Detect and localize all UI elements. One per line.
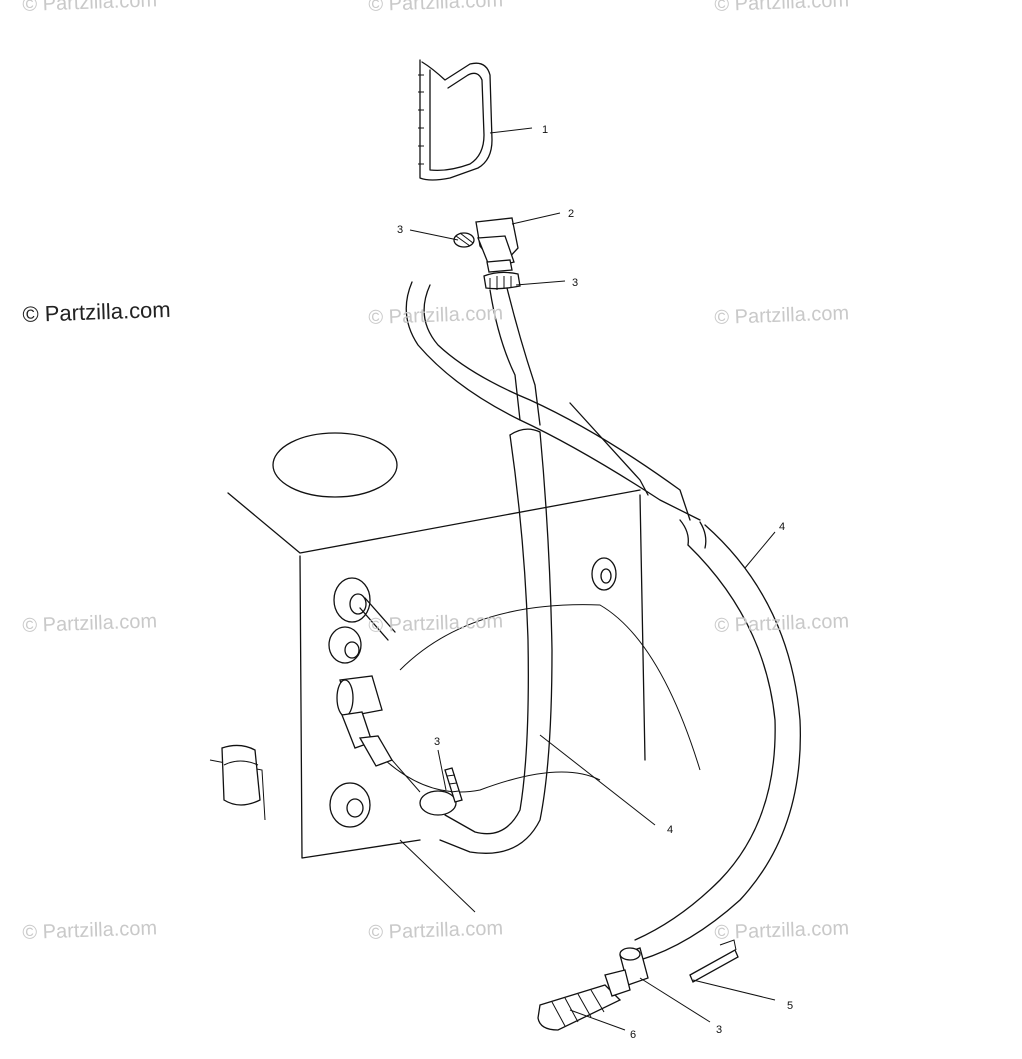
part-5-strap xyxy=(689,939,739,983)
callout-4: 4 xyxy=(779,521,785,533)
part-1-edge-trim xyxy=(418,59,493,181)
callout-4: 4 xyxy=(667,824,673,836)
watermark-primary: © Partzilla.com xyxy=(22,296,172,327)
callout-3: 3 xyxy=(434,736,440,748)
tank-fittings xyxy=(221,557,617,828)
watermark: © Partzilla.com xyxy=(714,610,850,637)
part-3-clamp-tank xyxy=(419,767,463,816)
watermark: © Partzilla.com xyxy=(714,302,850,329)
watermark: © Partzilla.com xyxy=(368,302,504,329)
leader-lines xyxy=(409,127,776,1031)
part-3-clamp-top-right xyxy=(483,271,521,290)
part-2-elbow-fitting xyxy=(475,217,519,273)
watermark: © Partzilla.com xyxy=(22,610,158,637)
watermark: © Partzilla.com xyxy=(714,917,850,944)
upper-hoses xyxy=(405,281,701,521)
callout-3: 3 xyxy=(572,277,578,289)
part-3-clamp-top-left xyxy=(453,232,475,248)
part-4-hose-vertical xyxy=(439,428,553,854)
callout-6: 6 xyxy=(630,1029,636,1041)
part-6-filter xyxy=(537,969,631,1031)
watermark: © Partzilla.com xyxy=(368,610,504,637)
part-4-hose-long xyxy=(634,519,802,961)
callout-3: 3 xyxy=(397,224,403,236)
callout-1: 1 xyxy=(542,124,548,136)
watermark: © Partzilla.com xyxy=(368,917,504,944)
callout-2: 2 xyxy=(568,208,574,220)
callout-5: 5 xyxy=(787,1000,793,1012)
callout-3: 3 xyxy=(716,1024,722,1036)
watermark: © Partzilla.com xyxy=(22,917,158,944)
